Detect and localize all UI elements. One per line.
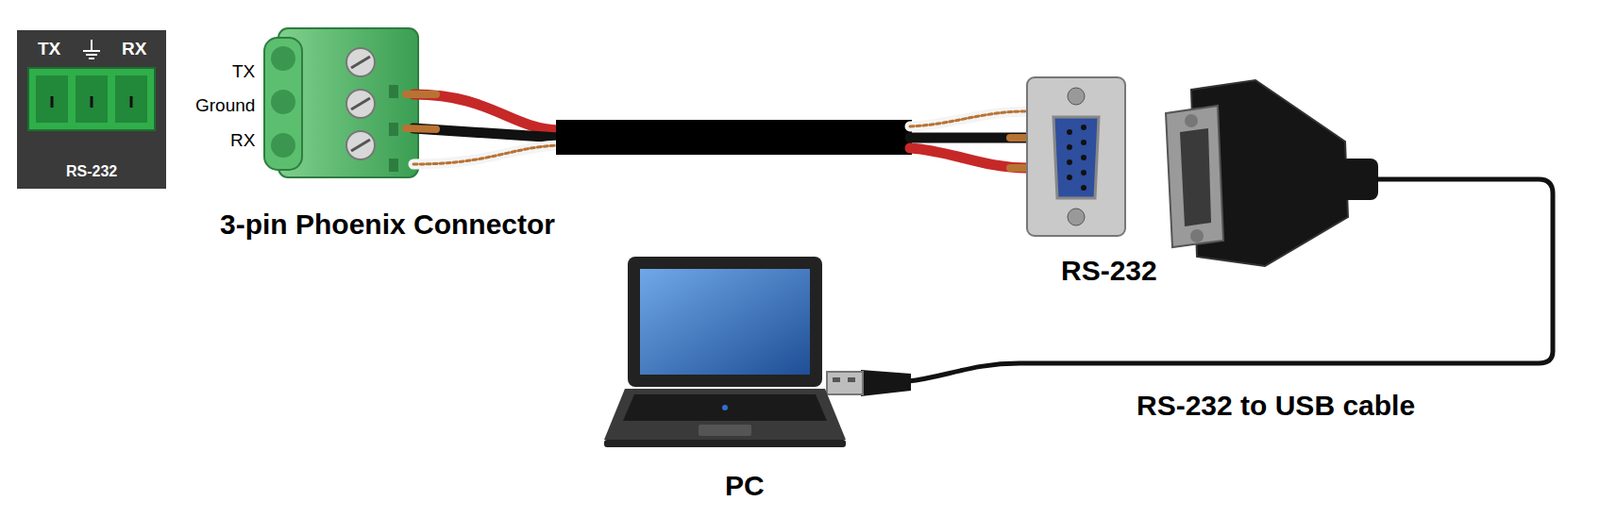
pin-label: Ground bbox=[195, 95, 255, 117]
usb-cable bbox=[908, 179, 1553, 382]
usb-plug bbox=[826, 370, 911, 397]
device-panel: TX RX RS-232 bbox=[16, 30, 167, 189]
wires-right bbox=[909, 111, 1035, 169]
phoenix-connector bbox=[264, 28, 419, 178]
ground-symbol bbox=[83, 39, 101, 59]
part-name: PC bbox=[724, 470, 765, 503]
wires-left bbox=[405, 94, 559, 165]
laptop-pc bbox=[604, 256, 846, 448]
part-name: 3-pin Phoenix Connector bbox=[219, 208, 556, 241]
pin-label: RX bbox=[230, 130, 255, 152]
port-name: RS-232 bbox=[66, 163, 118, 181]
part-name: RS-232 to USB cable bbox=[1136, 389, 1415, 422]
pin-label: TX bbox=[232, 61, 255, 83]
db9-female bbox=[1027, 77, 1126, 236]
cable-jacket bbox=[555, 119, 912, 155]
pin-label: RX bbox=[121, 38, 147, 60]
db9-male-adapter bbox=[1165, 80, 1379, 267]
pin-label: TX bbox=[37, 38, 61, 60]
part-name: RS-232 bbox=[1061, 254, 1158, 287]
